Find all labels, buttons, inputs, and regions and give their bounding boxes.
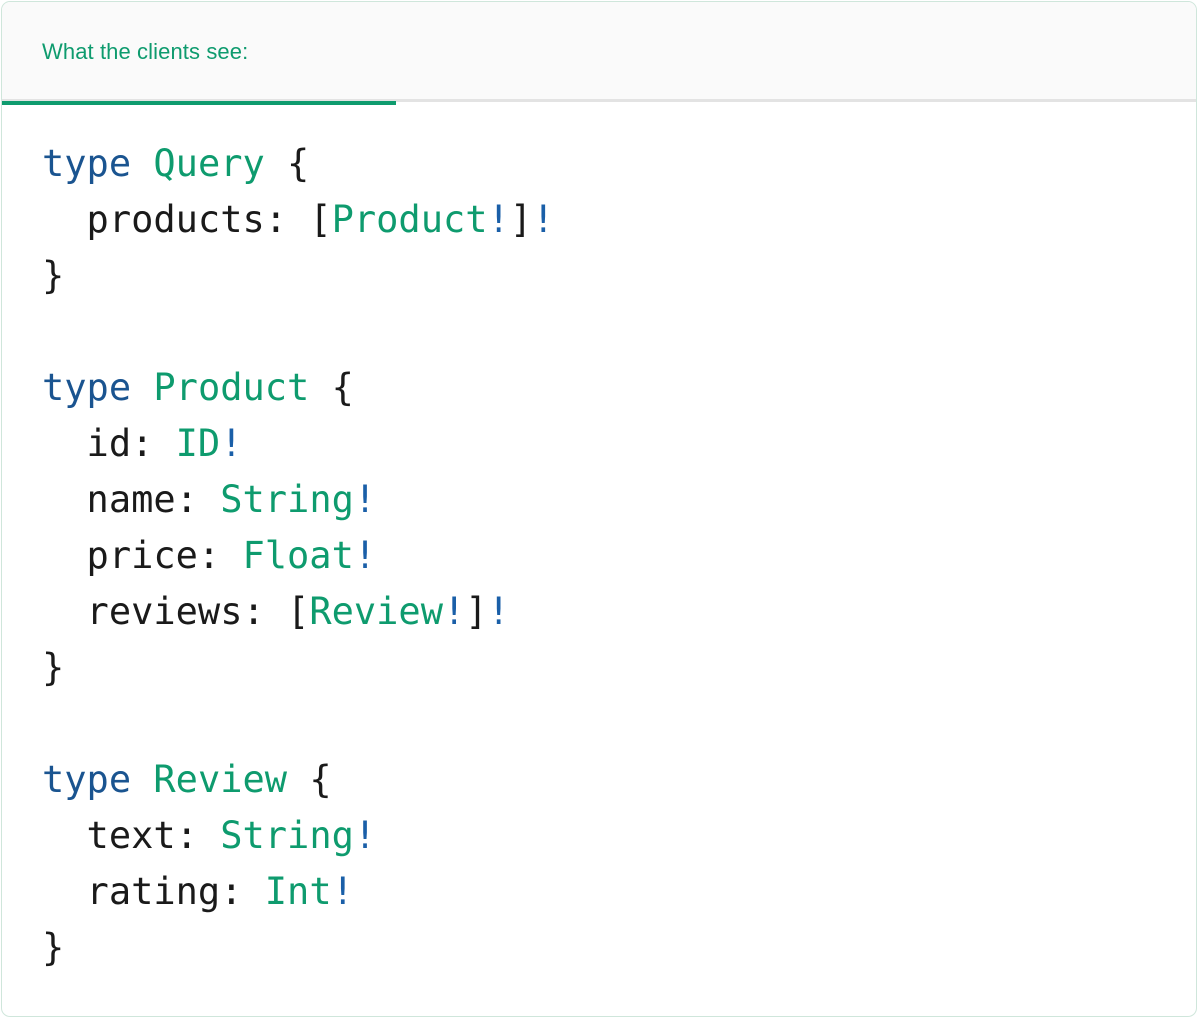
- code-token-bang: !: [442, 590, 466, 633]
- code-line: [42, 696, 1196, 752]
- code-token-pun: [: [309, 198, 332, 241]
- code-token-pun: }: [42, 646, 65, 689]
- code-token-pun: ]: [465, 590, 488, 633]
- code-token-type: Query: [153, 142, 265, 185]
- code-token-pun: {: [309, 366, 354, 409]
- code-line: name: String!: [42, 472, 1196, 528]
- code-line: type Query {: [42, 136, 1196, 192]
- code-token-type: Product: [153, 366, 310, 409]
- code-token-pun: [131, 142, 153, 185]
- code-token-bang: !: [353, 814, 377, 857]
- code-token-kw: type: [42, 366, 132, 409]
- code-token-pun: }: [42, 254, 65, 297]
- code-token-bang: !: [353, 534, 377, 577]
- code-line: id: ID!: [42, 416, 1196, 472]
- code-token-type: Review: [153, 758, 288, 801]
- code-token-field: price:: [42, 534, 243, 577]
- code-line: reviews: [Review!]!: [42, 584, 1196, 640]
- tab-active-underline: [2, 101, 396, 105]
- code-token-pun: {: [264, 142, 310, 185]
- code-line: type Product {: [42, 360, 1196, 416]
- code-token-kw: type: [42, 758, 132, 801]
- code-line: }: [42, 640, 1196, 696]
- code-token-bang: !: [331, 870, 354, 913]
- code-token-pun: [131, 366, 153, 409]
- code-line: type Review {: [42, 752, 1196, 808]
- code-token-bang: !: [487, 198, 510, 241]
- code-token-type: Product: [331, 198, 488, 241]
- code-line: [42, 304, 1196, 360]
- code-token-pun: [131, 758, 153, 801]
- tab-strip: What the clients see:: [2, 2, 1196, 105]
- code-token-field: rating:: [42, 870, 265, 913]
- code-token-pun: }: [42, 926, 65, 969]
- tab-label: What the clients see:: [42, 39, 249, 64]
- code-token-bang: !: [532, 198, 555, 241]
- code-line: text: String!: [42, 808, 1196, 864]
- code-line: }: [42, 248, 1196, 304]
- code-token-field: text:: [42, 814, 221, 857]
- code-token-field: reviews:: [42, 590, 288, 633]
- code-token-type: Int: [264, 870, 332, 913]
- code-line: rating: Int!: [42, 864, 1196, 920]
- code-token-pun: {: [287, 758, 332, 801]
- code-token-bang: !: [220, 422, 243, 465]
- code-line: price: Float!: [42, 528, 1196, 584]
- code-token-type: Review: [309, 590, 443, 633]
- code-panel: type Query { products: [Product!]!} type…: [2, 102, 1196, 976]
- code-line: products: [Product!]!: [42, 192, 1196, 248]
- tab-what-the-clients-see[interactable]: What the clients see:: [2, 2, 396, 105]
- code-token-pun: ]: [509, 198, 533, 241]
- code-token-field: products:: [42, 198, 310, 241]
- code-token-pun: [: [287, 590, 310, 633]
- code-token-bang: !: [353, 478, 377, 521]
- code-token-field: name:: [42, 478, 221, 521]
- code-token-type: String: [220, 478, 354, 521]
- graphql-schema-code: type Query { products: [Product!]!} type…: [42, 136, 1196, 976]
- code-token-type: ID: [175, 422, 221, 465]
- code-token-field: id:: [42, 422, 176, 465]
- code-token-type: Float: [242, 534, 354, 577]
- code-token-type: String: [220, 814, 354, 857]
- code-token-kw: type: [42, 142, 132, 185]
- code-token-bang: !: [487, 590, 510, 633]
- code-line: }: [42, 920, 1196, 976]
